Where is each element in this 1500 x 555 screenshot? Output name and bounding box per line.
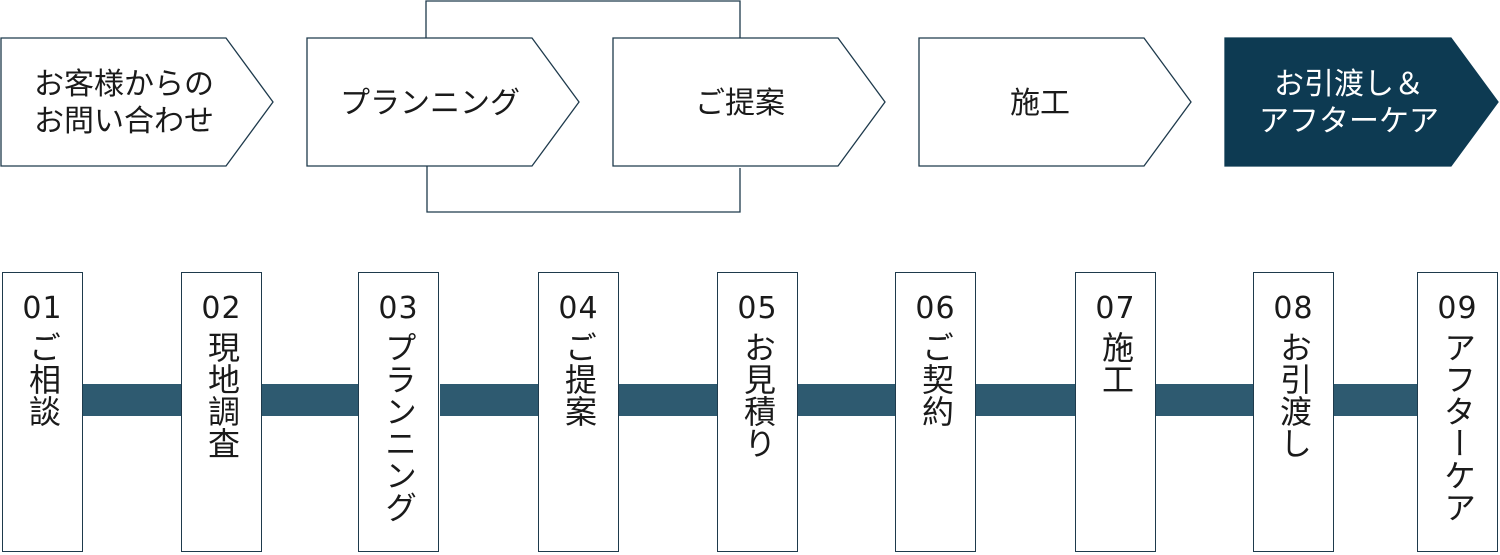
stage-chevron-handover-aftercare: お引渡し＆ アフターケア [1224,37,1499,167]
step-box-07: 07 施工 [1075,272,1156,552]
step-number: 08 [1273,291,1314,326]
stage-label: ご提案 [695,86,785,121]
step-connector [1156,384,1254,416]
step-label: アフターケア [1439,331,1477,523]
stage-label-line-2: アフターケア [1259,104,1439,139]
stage-label-line-1: お客様からの [34,67,214,102]
chevron-shape [0,37,274,167]
step-label: プランニング [380,331,418,523]
step-label: 施工 [1097,331,1135,395]
step-label: ご契約 [917,331,955,427]
step-number: 01 [22,291,63,326]
stage-label-line-2: お問い合わせ [34,104,214,139]
step-connector [976,384,1076,416]
stage-label-line-1: お引渡し＆ [1274,67,1424,102]
step-number: 02 [201,291,242,326]
stage-label: 施工 [1010,86,1070,121]
step-label: ご提案 [560,331,598,427]
step-box-08: 08 お引渡し [1253,272,1334,552]
loop-arrow-to-planning [423,142,741,213]
step-connector [1334,384,1418,416]
step-label: お引渡し [1275,331,1313,459]
step-number: 09 [1437,291,1478,326]
step-number: 05 [737,291,778,326]
step-box-05: 05 お見積り [717,272,798,552]
stage-chevron-inquiry: お客様からの お問い合わせ [0,37,274,167]
chevron-shape [918,37,1192,167]
step-connector [262,384,359,416]
stage-label: プランニング [340,86,520,121]
step-box-09: 09 アフターケア [1417,272,1498,552]
step-box-02: 02 現地調査 [181,272,262,552]
loop-arrow-to-proposal [425,0,744,74]
step-connector [83,384,182,416]
step-box-01: 01 ご相談 [2,272,83,552]
step-number: 04 [558,291,599,326]
chevron-shape [1224,37,1499,167]
step-connector [440,384,539,416]
step-number: 03 [378,291,419,326]
step-label: 現地調査 [203,331,241,459]
step-label: お見積り [739,331,777,459]
step-number: 07 [1095,291,1136,326]
step-label: ご相談 [24,331,62,427]
process-overview: お客様からの お問い合わせ プランニング ご提案 施工 お引渡し＆ アフターケア [0,0,1499,213]
stage-chevron-construction: 施工 [918,37,1192,167]
chevron-shape [306,37,580,167]
stage-chevron-proposal: ご提案 [612,37,886,167]
step-connector [798,384,896,416]
step-number: 06 [915,291,956,326]
step-box-04: 04 ご提案 [538,272,619,552]
step-connector [619,384,718,416]
stage-chevron-planning: プランニング [306,37,580,167]
step-box-06: 06 ご契約 [895,272,976,552]
chevron-shape [612,37,886,167]
step-box-03: 03 プランニング [358,272,439,552]
